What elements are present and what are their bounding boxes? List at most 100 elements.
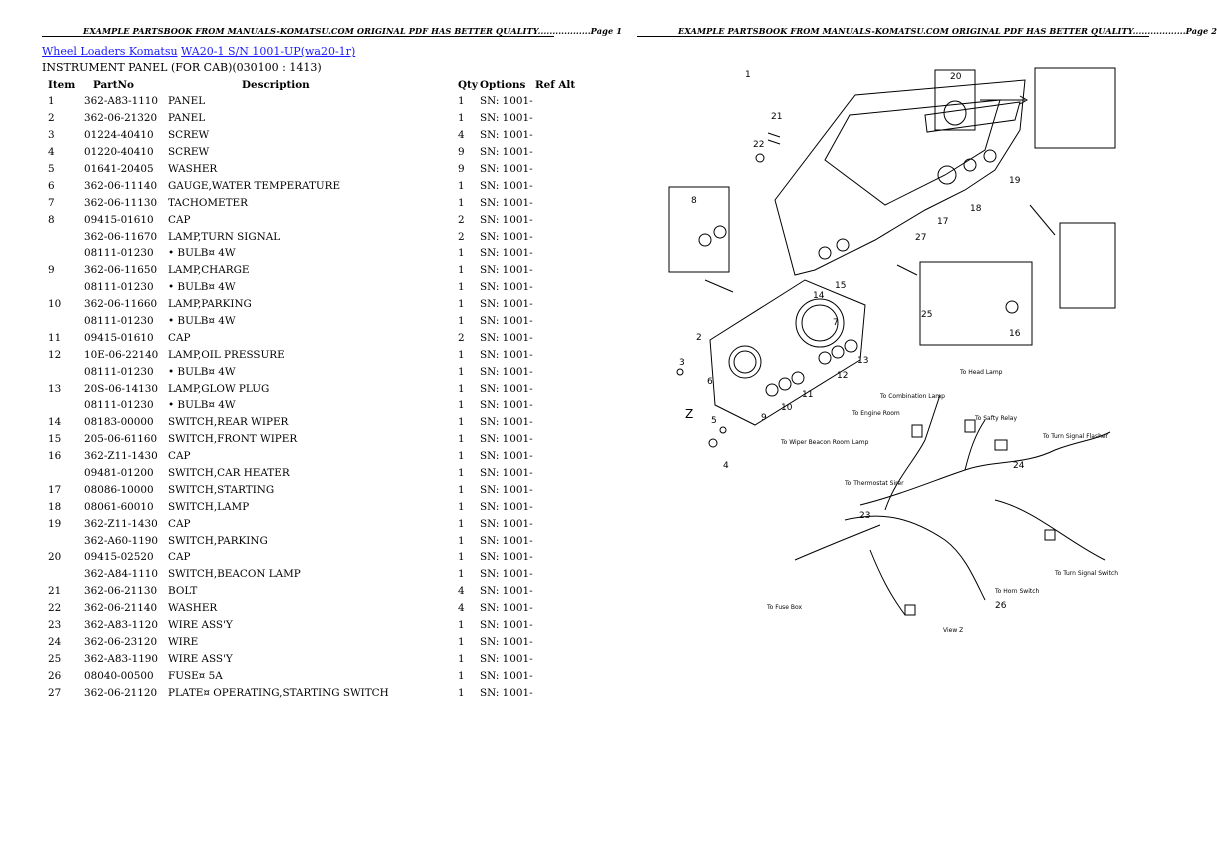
panel-top-bezel <box>924 101 1021 133</box>
cell-item <box>42 313 84 330</box>
cell-description: SCREW <box>168 146 210 159</box>
callout-25: 25 <box>921 310 932 320</box>
cell-options: SN: 1001- <box>480 179 533 192</box>
arrow <box>896 264 918 276</box>
callout-9: 9 <box>761 413 767 423</box>
breadcrumb-link-model[interactable]: WA20-1 S/N 1001-UP(wa20-1r) <box>181 45 356 58</box>
label-fuse-box: To Fuse Box <box>766 604 802 611</box>
cell-options: SN: 1001- <box>480 551 533 564</box>
cell-refalt <box>535 634 580 651</box>
switch-shape <box>983 149 997 163</box>
table-header-row: Item PartNo Description Qty Options Ref … <box>42 76 580 93</box>
cell-options: SN: 1001- <box>480 213 533 226</box>
cell-partno: 362-06-21120 <box>84 686 158 699</box>
cell-description: CAP <box>168 331 191 344</box>
detail-box-20-alt <box>1034 67 1116 149</box>
cell-partno: 09415-01610 <box>84 213 154 226</box>
cell-options: SN: 1001- <box>480 163 533 175</box>
cell-qty: 1 <box>458 281 465 294</box>
cell-options: SN: 1001- <box>480 416 533 429</box>
connector <box>994 439 1008 451</box>
cell-partno: 362-Z11-1430 <box>84 517 158 530</box>
cell-partno: 362-06-23120 <box>84 635 158 648</box>
arrow <box>1029 204 1056 236</box>
cell-refalt <box>535 515 580 532</box>
label-engine-room: To Engine Room <box>851 410 900 417</box>
callout-8: 8 <box>691 196 697 206</box>
bolt-shape <box>767 132 781 145</box>
switch-shape <box>963 158 977 172</box>
header-divider <box>42 36 554 37</box>
wire-harness <box>964 419 986 471</box>
cell-item: 25 <box>48 652 62 665</box>
cell-item <box>42 363 84 380</box>
cell-item <box>42 566 84 583</box>
cell-qty: 1 <box>458 686 465 699</box>
cell-description: LAMP,OIL PRESSURE <box>168 348 285 361</box>
cell-options: SN: 1001- <box>480 95 533 108</box>
callout-27: 27 <box>915 233 926 243</box>
cell-refalt <box>535 600 580 617</box>
cell-qty: 1 <box>458 652 465 665</box>
view-letter: Z <box>685 407 693 421</box>
cell-qty: 1 <box>458 382 465 395</box>
cell-description: • BULB¤ 4W <box>168 365 236 378</box>
cell-options: SN: 1001- <box>480 619 533 632</box>
cell-qty: 4 <box>458 602 465 615</box>
detail-box-20 <box>934 69 976 131</box>
cell-partno: 08111-01230 <box>84 247 154 260</box>
cell-refalt <box>535 329 580 346</box>
cell-qty: 1 <box>458 298 465 311</box>
cell-description: PANEL <box>168 95 206 108</box>
lamp-shape <box>844 339 858 353</box>
breadcrumb-link-model-family[interactable]: Wheel Loaders Komatsu <box>42 45 178 58</box>
temp-gauge-inner <box>733 350 757 374</box>
page-header: EXAMPLE PARTSBOOK FROM MANUALS-KOMATSU.C… <box>678 26 1217 36</box>
beacon-switch-shape <box>943 100 967 126</box>
label-turn-signal-switch: To Turn Signal Switch <box>1054 570 1118 577</box>
cell-item: 2 <box>48 112 55 125</box>
callout-3: 3 <box>679 358 685 368</box>
cell-item <box>42 532 84 549</box>
cell-description: CAP <box>168 213 191 226</box>
panel-window <box>824 99 1001 206</box>
cell-options: SN: 1001- <box>480 399 533 412</box>
label-head-lamp: To Head Lamp <box>959 369 1003 376</box>
connector <box>904 604 916 616</box>
callout-22: 22 <box>753 140 764 150</box>
column-header-description: Description <box>242 78 310 91</box>
callout-5: 5 <box>711 416 717 426</box>
cell-item <box>42 245 84 262</box>
cell-options: SN: 1001- <box>480 568 533 581</box>
wire-harness <box>884 394 941 511</box>
cell-qty: 1 <box>458 315 465 328</box>
cell-item: 9 <box>48 264 55 277</box>
cell-item: 24 <box>48 635 62 648</box>
wire-harness <box>994 499 1106 561</box>
cell-refalt <box>535 397 580 414</box>
cell-item: 5 <box>48 163 55 175</box>
cell-refalt <box>535 177 580 194</box>
cell-partno: 09481-01200 <box>84 467 154 480</box>
cell-options: SN: 1001- <box>480 365 533 378</box>
cell-refalt <box>535 617 580 634</box>
wire-harness <box>844 515 986 601</box>
cell-options: SN: 1001- <box>480 467 533 480</box>
cell-partno: 362-A83-1110 <box>84 95 159 108</box>
cell-description: WIRE <box>168 635 199 648</box>
cell-description: GAUGE,WATER TEMPERATURE <box>168 179 341 192</box>
label-view-z: View Z <box>943 627 963 634</box>
cell-refalt <box>535 431 580 448</box>
cell-description: LAMP,PARKING <box>168 298 252 311</box>
switch-shape <box>818 246 832 260</box>
cell-refalt <box>535 465 580 482</box>
cell-qty: 1 <box>458 264 465 277</box>
